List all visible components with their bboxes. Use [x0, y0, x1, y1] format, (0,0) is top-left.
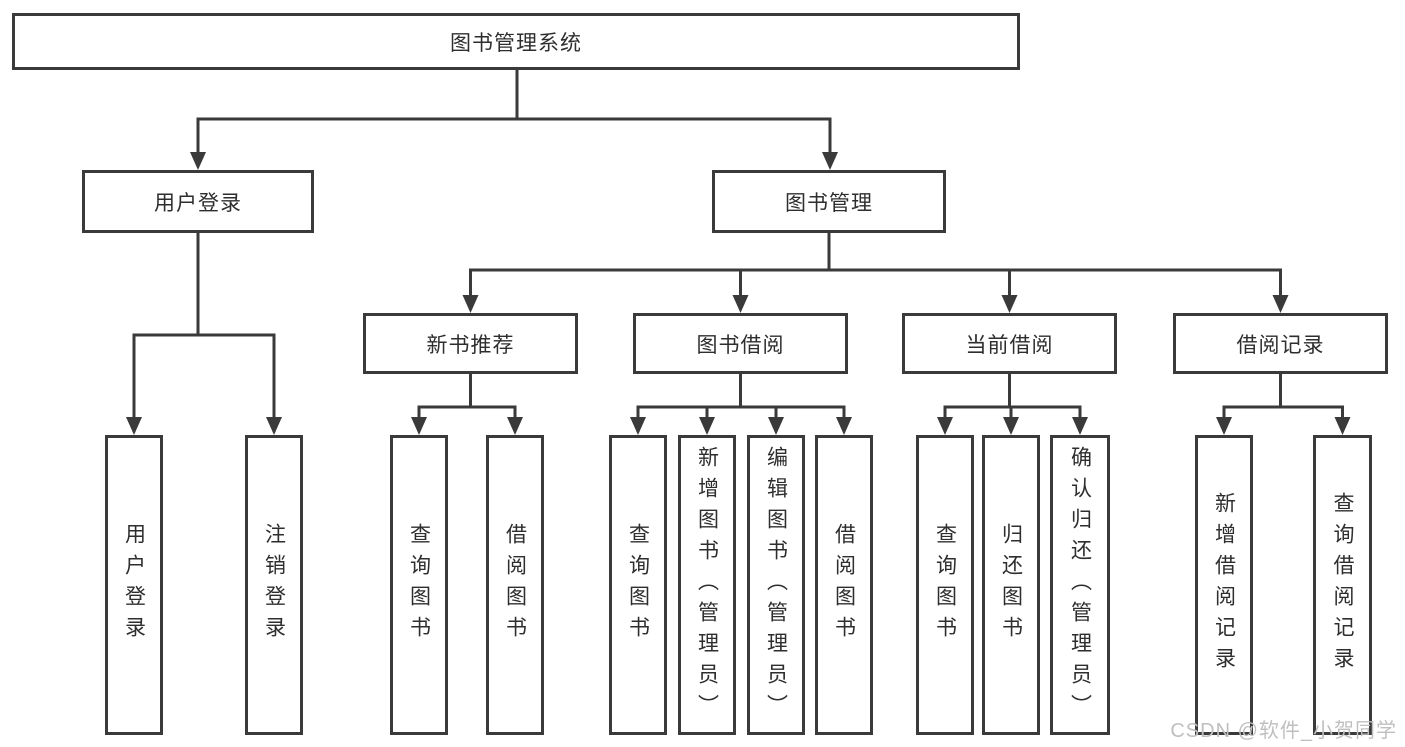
node-label: 图书管理 — [785, 191, 873, 215]
leaf-confirm-return-admin: 确认归还（管理员） — [1050, 435, 1110, 735]
leaf-query-books-borrow: 查询图书 — [609, 435, 667, 735]
leaf-borrow-books-recommend: 借阅图书 — [486, 435, 544, 735]
leaf-query-borrow-record: 查询借阅记录 — [1313, 435, 1372, 735]
leaf-query-books-current: 查询图书 — [916, 435, 974, 735]
connector-book-borrow-to-leaves — [630, 374, 852, 435]
node-label: 查询借阅记录 — [1331, 492, 1354, 678]
node-label: 查询图书 — [933, 523, 957, 647]
node-book-management: 图书管理 — [712, 170, 946, 233]
node-library-management-system: 图书管理系统 — [12, 13, 1020, 70]
connector-user-login-to-leaves — [126, 233, 282, 435]
leaf-query-books-recommend: 查询图书 — [390, 435, 448, 735]
node-borrow-records: 借阅记录 — [1173, 313, 1388, 374]
connector-book-management-to-level3 — [462, 233, 1289, 313]
leaf-user-login: 用户登录 — [105, 435, 163, 735]
leaf-logout: 注销登录 — [245, 435, 303, 735]
node-label: 借阅图书 — [503, 523, 527, 647]
node-label: 编辑图书（管理员） — [764, 445, 788, 725]
node-label: 图书管理系统 — [450, 31, 582, 55]
node-label: 借阅记录 — [1236, 333, 1325, 357]
node-label: 借阅图书 — [832, 523, 856, 647]
connector-root-to-level2 — [190, 70, 838, 170]
leaf-borrow-books: 借阅图书 — [815, 435, 873, 735]
node-new-book-recommend: 新书推荐 — [363, 313, 578, 374]
node-label: 用户登录 — [122, 523, 146, 647]
csdn-watermark: CSDN @软件_小贺同学 — [1170, 720, 1397, 742]
node-label: 用户登录 — [154, 191, 242, 215]
connector-current-borrow-to-leaves — [937, 374, 1088, 435]
node-label: 归还图书 — [999, 523, 1023, 647]
node-label: 确认归还（管理员） — [1068, 445, 1092, 725]
node-label: 新增图书（管理员） — [695, 445, 719, 725]
node-label: 当前借阅 — [965, 333, 1054, 357]
node-label: 新书推荐 — [426, 333, 515, 357]
node-label: 查询图书 — [626, 523, 650, 647]
node-label: 注销登录 — [262, 523, 286, 647]
node-label: 查询图书 — [407, 523, 431, 647]
node-book-borrow: 图书借阅 — [633, 313, 848, 374]
connector-new-book-to-leaves — [411, 374, 523, 435]
node-current-borrow: 当前借阅 — [902, 313, 1117, 374]
leaf-add-book-admin: 新增图书（管理员） — [678, 435, 736, 735]
node-label: 新增借阅记录 — [1212, 492, 1236, 678]
node-user-login: 用户登录 — [82, 170, 314, 233]
node-label: 图书借阅 — [696, 333, 785, 357]
connector-borrow-records-to-leaves — [1216, 374, 1351, 435]
leaf-edit-book-admin: 编辑图书（管理员） — [747, 435, 805, 735]
leaf-add-borrow-record: 新增借阅记录 — [1195, 435, 1253, 735]
leaf-return-book: 归还图书 — [982, 435, 1040, 735]
